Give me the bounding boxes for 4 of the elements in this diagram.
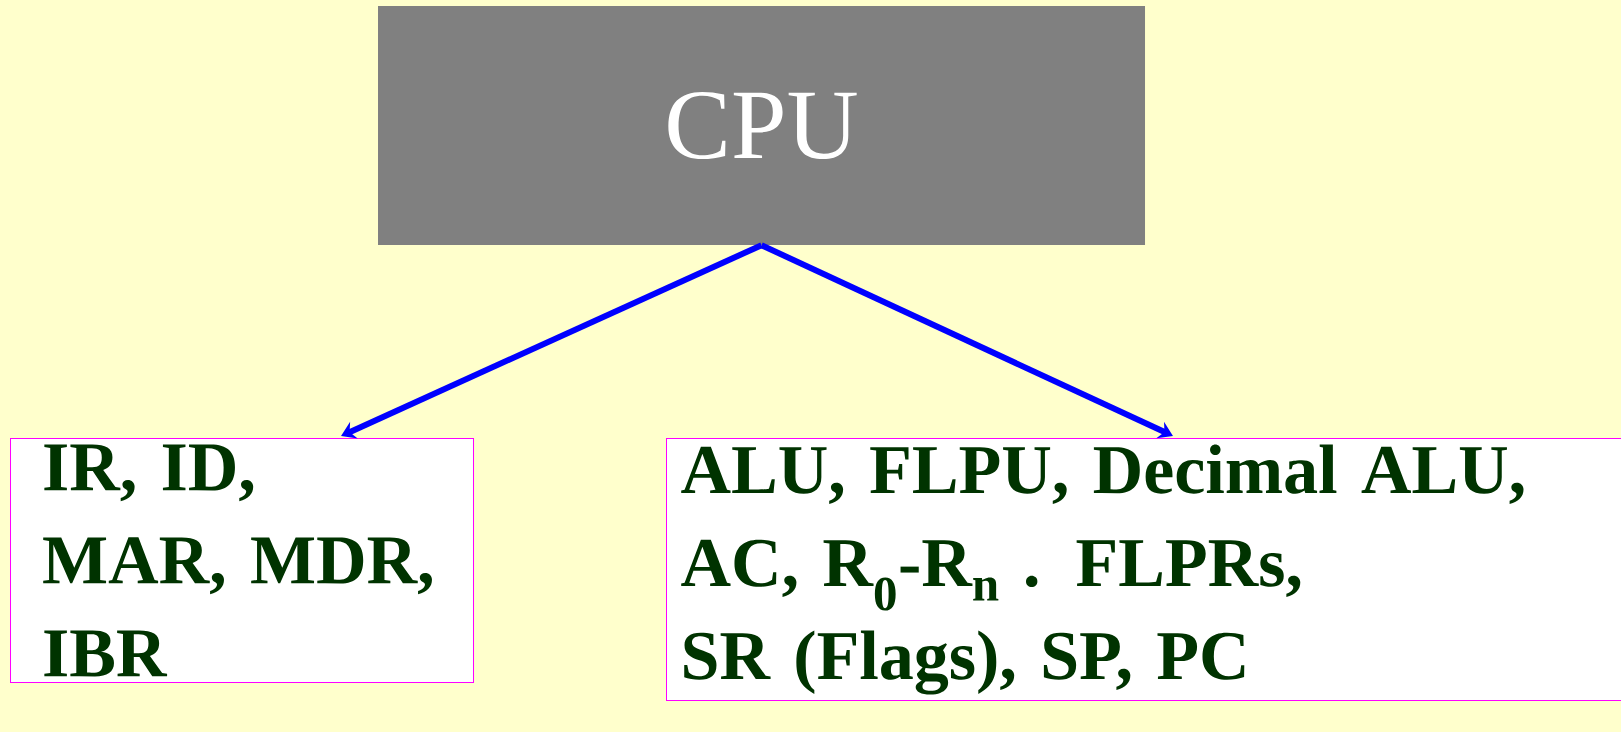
cpu-box: CPU: [378, 6, 1145, 245]
unit-box: ALU, FLPU, Decimal ALU, AC, R$_{0}$-R$_{n}$ . FLPRs, SR (Flags), SP, PC: [666, 438, 1621, 701]
arrow: [341, 242, 763, 439]
register-box: IR, ID, MAR, MDR, IBR: [10, 438, 474, 684]
